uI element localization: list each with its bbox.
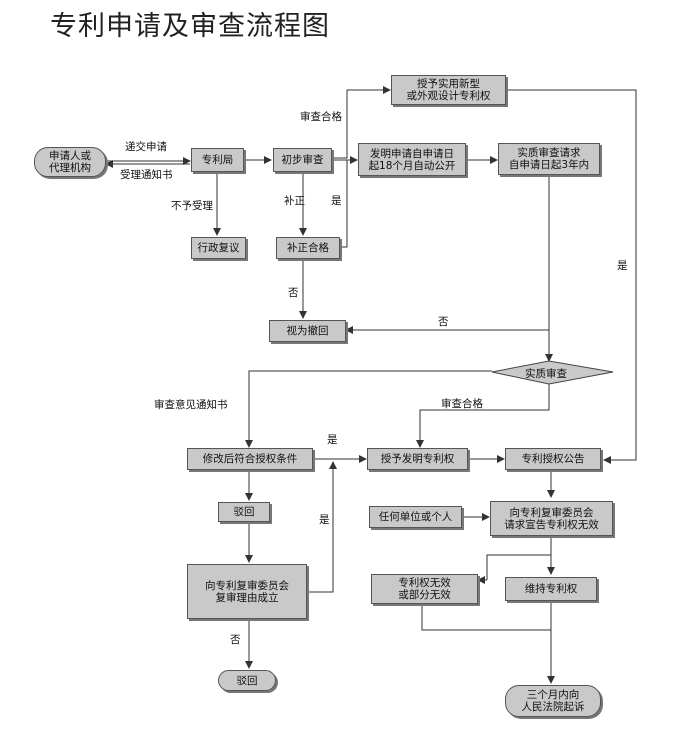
label-yes-1: 是 — [331, 195, 342, 207]
node-review-board: 向专利复审委员会 复审理由成立 — [187, 564, 307, 619]
node-court: 三个月内向 人民法院起诉 — [505, 685, 601, 717]
connector — [416, 383, 550, 448]
connector — [332, 86, 391, 159]
label-not-accepted: 不予受理 — [171, 200, 213, 212]
node-rejected-2: 驳回 — [218, 670, 276, 691]
label-yes-2: 是 — [617, 260, 628, 272]
node-invalid-request: 向专利复审委员会 请求宣告专利权无效 — [490, 501, 613, 536]
connector — [307, 461, 337, 593]
node-prelim-exam: 初步审查 — [273, 148, 332, 172]
node-grant-utility: 授予实用新型 或外观设计专利权 — [391, 75, 506, 105]
node-substantive-request: 实质审查请求 自申请日起3年内 — [498, 143, 600, 175]
label-pass-2: 审查合格 — [441, 398, 483, 410]
node-patent-office: 专利局 — [191, 148, 244, 172]
connector — [245, 370, 492, 448]
node-invalid-result: 专利权无效 或部分无效 — [371, 574, 478, 604]
node-substantive-exam: 实质审查 — [525, 368, 567, 380]
label-no-3: 否 — [230, 634, 241, 646]
connector — [340, 160, 348, 248]
node-publish: 发明申请自申请日 起18个月自动公开 — [358, 143, 466, 176]
page-title: 专利申请及审查流程图 — [50, 11, 330, 42]
connector — [421, 603, 551, 631]
label-opinion-notice: 审查意见通知书 — [154, 399, 228, 411]
label-correction: 补正 — [284, 195, 305, 207]
node-maintain: 维持专利权 — [505, 577, 597, 601]
node-grant-announce: 专利授权公告 — [505, 448, 601, 470]
node-rejected-1: 驳回 — [218, 502, 270, 522]
connector — [506, 89, 637, 464]
label-no-1: 否 — [288, 287, 299, 299]
label-pass-1: 审查合格 — [300, 111, 342, 123]
node-grant-invention: 授予发明专利权 — [367, 448, 468, 470]
node-applicant: 申请人或 代理机构 — [34, 147, 106, 177]
node-any-party: 任何单位或个人 — [369, 506, 462, 528]
node-meets-conditions: 修改后符合授权条件 — [187, 448, 313, 470]
label-no-2: 否 — [438, 316, 449, 328]
label-yes-4: 是 — [319, 514, 330, 526]
node-correction-ok: 补正合格 — [276, 237, 340, 259]
connector — [486, 554, 551, 580]
node-admin-review: 行政复议 — [191, 237, 246, 259]
label-submit: 递交申请 — [125, 141, 167, 153]
node-deemed-withdrawn: 视为撤回 — [269, 320, 346, 342]
label-yes-3: 是 — [327, 434, 338, 446]
label-notice: 受理通知书 — [120, 169, 173, 181]
substantive-exam-diamond — [491, 360, 614, 385]
